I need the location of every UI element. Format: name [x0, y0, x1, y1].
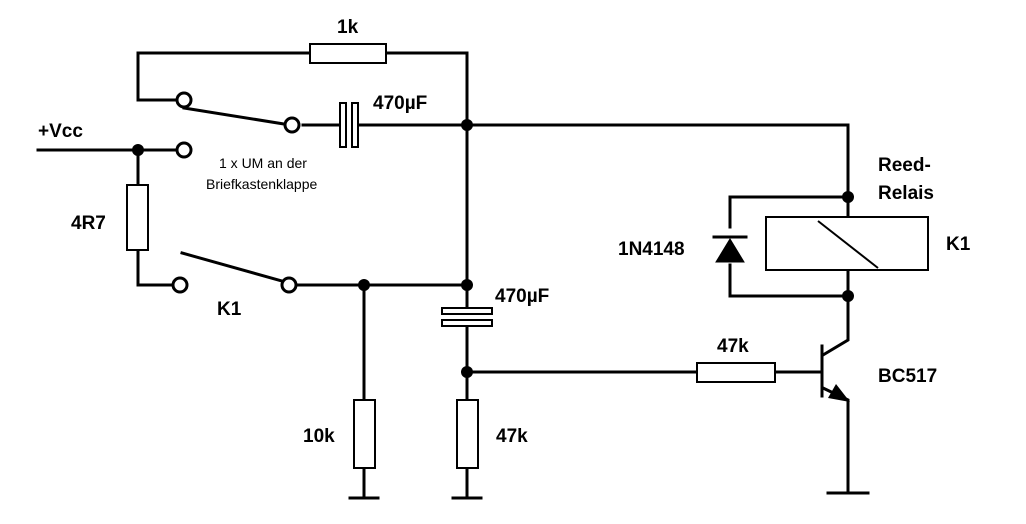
resistor-4r7: [126, 184, 149, 251]
resistor-47k-bottom: [456, 399, 479, 469]
junction-vcc: [132, 144, 144, 156]
capacitor-middle: [441, 307, 493, 327]
k1-contact-right: [280, 276, 298, 294]
label-reed-1: Reed-: [878, 155, 931, 176]
label-switch-note-1: 1 x UM an der: [219, 155, 307, 171]
switch-contact-lower: [175, 141, 193, 159]
label-r-4r7: 4R7: [71, 213, 106, 234]
reed-relay-coil: [765, 216, 929, 271]
resistor-47k-base: [696, 362, 776, 383]
label-r-47k-base: 47k: [717, 336, 749, 357]
wires: [36, 51, 850, 500]
transistor-bc517: [820, 344, 850, 402]
label-r-47k-bottom: 47k: [496, 426, 528, 447]
junction-10k: [358, 279, 370, 291]
label-transistor: BC517: [878, 366, 937, 387]
resistor-1k: [309, 43, 387, 64]
junction-dots: [132, 119, 854, 378]
label-diode: 1N4148: [618, 239, 685, 260]
junction-relay-bottom: [842, 290, 854, 302]
k1-relay-contact: [171, 251, 298, 294]
label-c-top: 470µF: [373, 93, 427, 114]
diode-1n4148: [712, 235, 748, 263]
label-switch-note-2: Briefkastenklappe: [206, 176, 318, 192]
junction-top-node: [461, 119, 473, 131]
label-k1-contact: K1: [217, 299, 242, 320]
capacitor-top: [339, 102, 359, 148]
junction-k1-node: [461, 279, 473, 291]
resistor-10k: [353, 399, 376, 469]
label-r-1k: 1k: [337, 17, 359, 38]
label-r-10k: 10k: [303, 426, 335, 447]
label-c-mid: 470µF: [495, 286, 549, 307]
k1-contact-left: [171, 276, 189, 294]
ground-symbols: [348, 491, 870, 500]
switch-contact-upper: [175, 91, 193, 109]
label-relay-k1: K1: [946, 234, 971, 255]
junction-cap-low: [461, 366, 473, 378]
junction-relay-top: [842, 191, 854, 203]
switch-contact-common: [283, 116, 301, 134]
label-reed-2: Relais: [878, 183, 934, 204]
changeover-switch: [175, 91, 301, 159]
label-vcc: +Vcc: [38, 121, 83, 142]
